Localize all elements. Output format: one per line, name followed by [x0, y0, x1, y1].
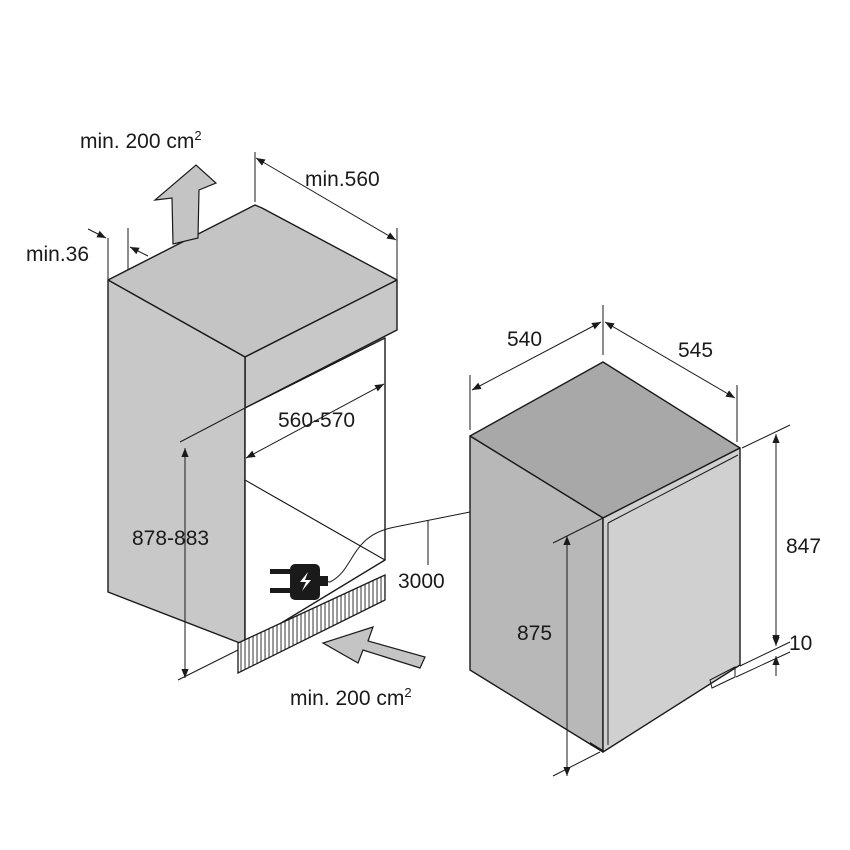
niche-ventilation-grille: [237, 573, 386, 675]
dimension-appliance-total-height: [552, 517, 604, 777]
appliance-plinth: [709, 666, 736, 689]
label-appliance-total-height: 875: [517, 622, 552, 645]
dimension-niche-width: [179, 383, 385, 459]
niche-cabinet: [107, 204, 398, 675]
label-niche-width: 560-570: [278, 409, 355, 432]
power-plug-icon: [270, 564, 328, 600]
dimension-niche-height: [177, 448, 239, 681]
label-cable-length: 3000: [398, 570, 445, 593]
bottom-vent-arrow: [321, 626, 426, 669]
label-appliance-depth: 545: [678, 339, 713, 362]
dimension-appliance-body-height: [741, 424, 791, 644]
label-top-vent: min. 200 cm2: [80, 128, 202, 153]
label-appliance-body-height: 847: [786, 535, 821, 558]
dimension-appliance-depth: [604, 321, 738, 442]
label-niche-height: 878-883: [132, 527, 209, 550]
label-bottom-vent: min. 200 cm2: [290, 685, 412, 710]
label-appliance-width: 540: [507, 328, 542, 351]
dimension-niche-depth: [254, 152, 398, 280]
top-vent-arrow: [153, 164, 218, 245]
label-top-gap: min.36: [26, 243, 89, 266]
label-niche-depth: min.560: [305, 168, 380, 191]
label-plinth-height: 10: [789, 632, 812, 655]
dimension-plinth-height: [735, 626, 791, 678]
dimension-appliance-width: [469, 305, 604, 430]
appliance-door: [602, 447, 741, 753]
power-cable: [299, 511, 471, 583]
appliance: [469, 361, 741, 753]
dimension-top-gap: [87, 228, 149, 280]
